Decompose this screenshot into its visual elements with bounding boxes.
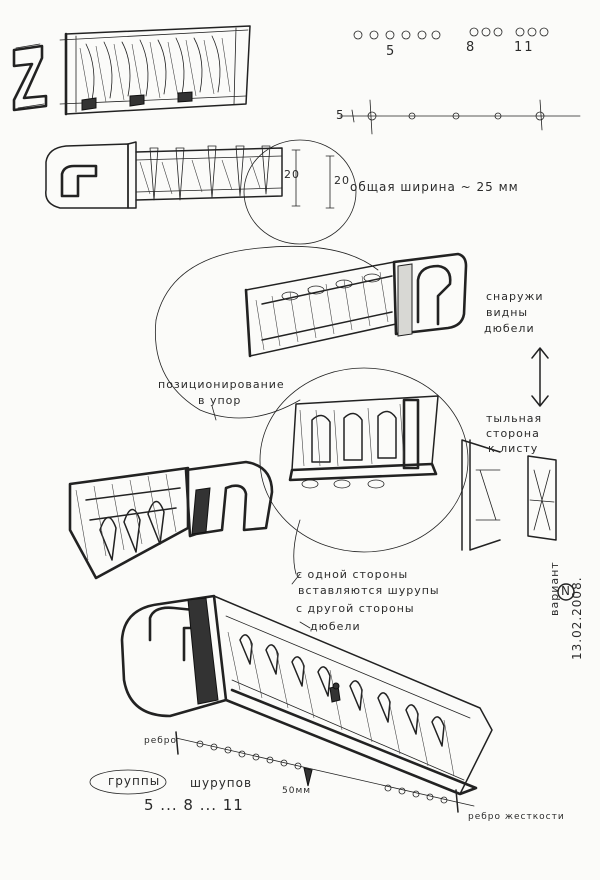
screw-number-11: 11 xyxy=(514,40,535,55)
screw-size-dots xyxy=(353,27,549,40)
screw-groups-word2: шурупов xyxy=(190,776,253,790)
bottom-dot-axis xyxy=(89,731,475,813)
leader-lines xyxy=(211,405,311,629)
right-profile-views xyxy=(461,347,557,551)
screw-number-8: 8 xyxy=(466,40,477,55)
left-3d-piece xyxy=(68,460,274,580)
insertion-view xyxy=(259,367,469,575)
variant-mark-circle xyxy=(557,583,575,601)
variant-label: вариант xyxy=(548,561,561,616)
screw-groups-word1: группы xyxy=(108,774,161,788)
side-view-strip xyxy=(45,139,357,245)
total-width-note: общая ширина ~ 25 мм xyxy=(350,180,519,194)
bottom-3d-strip xyxy=(120,594,493,796)
z-profile-sketch xyxy=(12,43,48,112)
date-note: 13.02.2008. xyxy=(570,576,584,660)
back-side-line2: сторона xyxy=(486,427,540,440)
screw-groups-numbers: 5 ... 8 ... 11 xyxy=(144,796,244,814)
outside-visible-line1: снаружи xyxy=(486,290,544,303)
screw-number-5: 5 xyxy=(386,44,397,59)
step-label: 50мм xyxy=(282,786,312,796)
dimension-20-right: 20 xyxy=(334,174,350,187)
edge-label: ребро xyxy=(144,736,178,746)
insertion-line2: вставляются шурупы xyxy=(298,584,440,597)
top-strip-sketch xyxy=(59,25,251,116)
back-side-line1: тыльная xyxy=(486,412,543,425)
variant-mark: N xyxy=(561,584,571,598)
back-side-line3: к листу xyxy=(488,442,539,455)
dimension-5: 5 xyxy=(336,108,345,122)
stiffener-label: ребро жесткости xyxy=(468,812,565,822)
insertion-line4: дюбели xyxy=(310,620,361,633)
dot-axis-row xyxy=(339,99,581,135)
positioning-line1: позиционирование xyxy=(158,378,285,391)
insertion-line1: с одной стороны xyxy=(296,568,409,581)
outside-visible-line2: видны xyxy=(486,306,529,319)
insertion-line3: с другой стороны xyxy=(296,602,415,615)
dimension-20-left: 20 xyxy=(284,168,300,181)
outside-visible-line3: дюбели xyxy=(484,322,535,335)
channel-view xyxy=(154,245,468,419)
positioning-line2: в упор xyxy=(198,394,242,407)
